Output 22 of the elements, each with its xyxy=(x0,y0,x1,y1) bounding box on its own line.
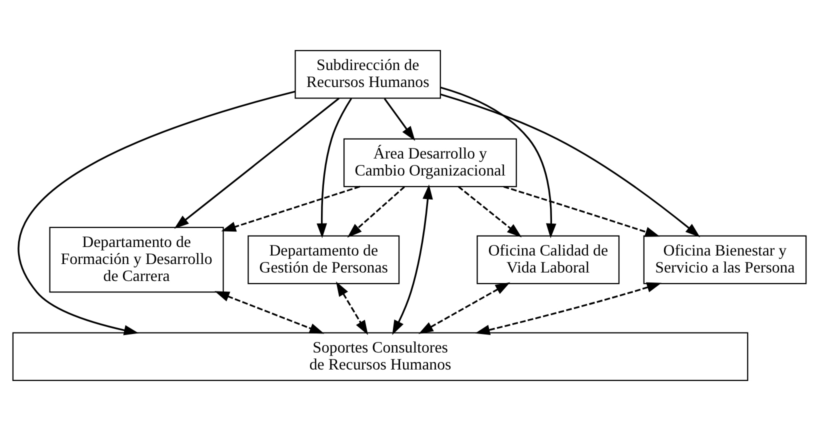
arrow xyxy=(347,186,405,238)
arrow xyxy=(336,282,368,336)
node-box: Departamento de Gestión de Personas xyxy=(248,235,400,284)
arrow xyxy=(440,94,700,238)
arrow xyxy=(418,282,510,334)
node-box: Oficina Calidad de Vida Laboral xyxy=(476,235,620,284)
arrow xyxy=(214,291,324,334)
arrow xyxy=(392,184,433,335)
node-box: Oficina Bienestar y Servicio a las Persona xyxy=(643,235,807,284)
node-box: Área Desarrollo y Cambio Organizacional xyxy=(343,138,517,188)
arrow xyxy=(316,98,352,238)
arrow xyxy=(503,186,660,237)
arrow xyxy=(440,86,556,238)
arrow xyxy=(18,90,296,336)
node-box: Subdirección de Recursos Humanos xyxy=(294,50,441,99)
arrow xyxy=(458,186,522,238)
arrow xyxy=(174,98,340,229)
arrow xyxy=(221,186,360,232)
node-box: Departamento de Formación y Desarrollo de Carrera xyxy=(49,226,224,293)
node-box: Soportes Consultores de Recursos Humanos xyxy=(12,332,748,382)
arrow xyxy=(475,282,662,335)
arrow xyxy=(384,98,416,141)
